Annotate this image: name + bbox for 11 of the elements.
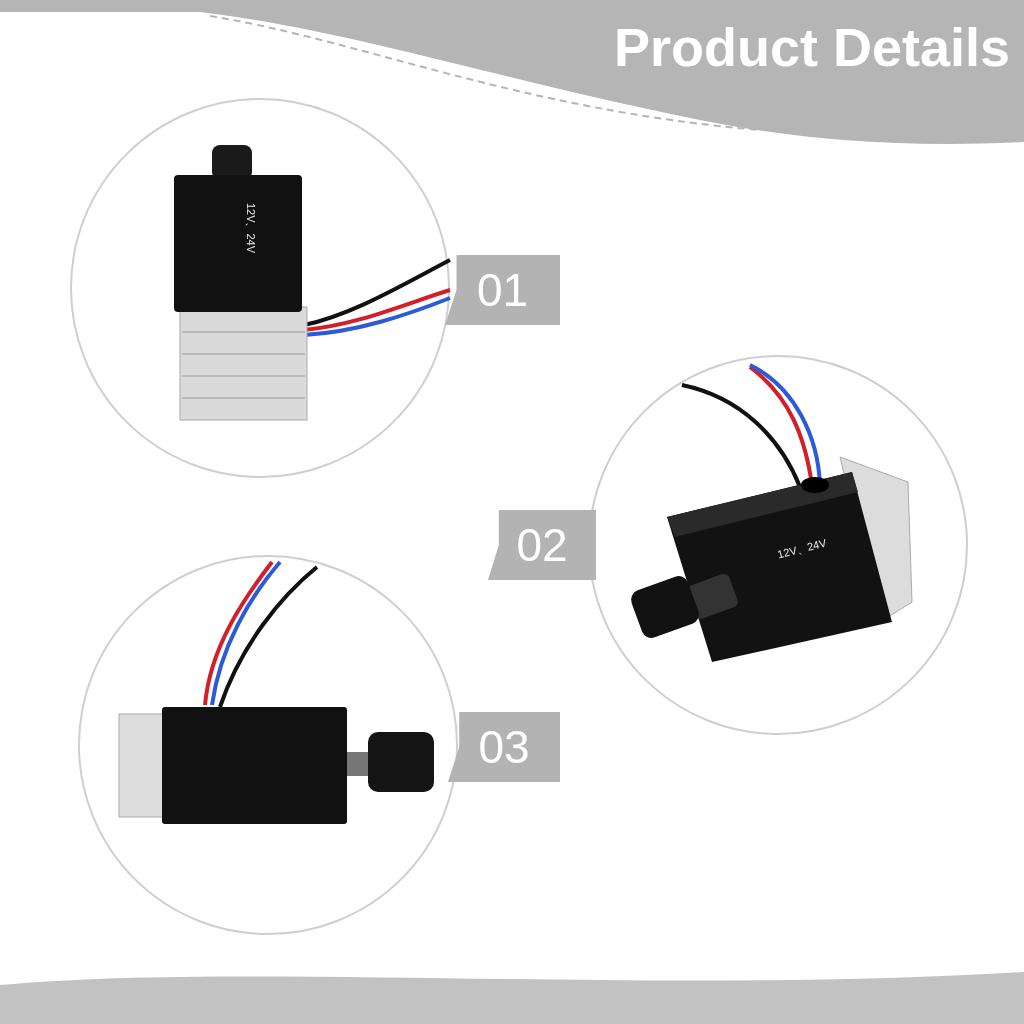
page-title: Product Details — [613, 20, 1010, 74]
voltage-marking: 12V、24V — [244, 202, 256, 254]
number-tab — [488, 510, 596, 580]
number-tab — [448, 712, 560, 782]
step-number: 03 — [477, 724, 531, 770]
photo-circle — [70, 98, 450, 478]
photo-circle — [78, 555, 458, 935]
voltage-marking: 12V、24V — [776, 537, 828, 561]
step-number: 02 — [515, 522, 569, 568]
step-number: 01 — [475, 267, 530, 313]
number-tab — [445, 255, 560, 325]
